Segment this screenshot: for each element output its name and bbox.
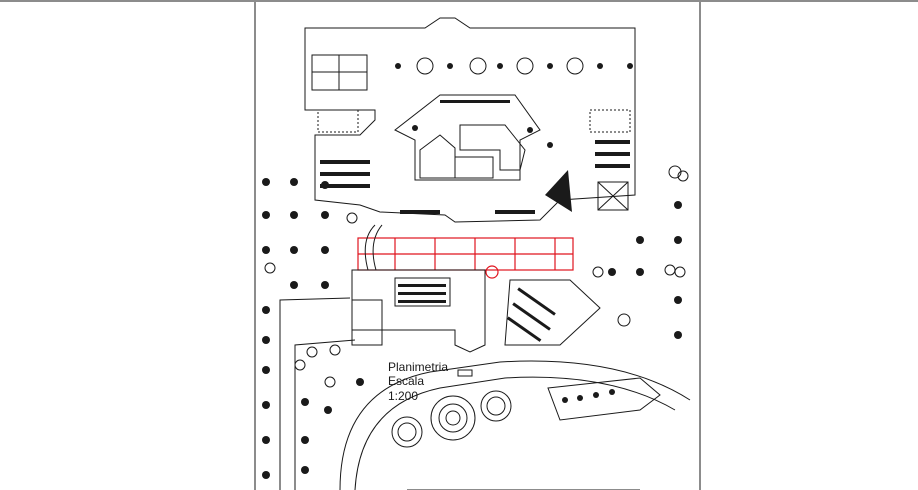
seating-pattern [320,100,630,214]
highlighted-corridor [357,237,574,279]
north-arrow-icon [545,170,572,212]
planters-row [416,57,584,75]
main-building [304,17,636,223]
site-paths [279,224,691,490]
lower-seating [398,284,556,342]
tree-icon [262,63,682,479]
lower-building [351,269,601,353]
parking-marker [457,369,473,377]
scale-label: Escala [388,374,424,388]
scale-value: 1:200 [388,389,418,403]
fountains [391,390,512,448]
plan-title: Planimetria [388,360,448,374]
shrub-icon [264,165,689,388]
